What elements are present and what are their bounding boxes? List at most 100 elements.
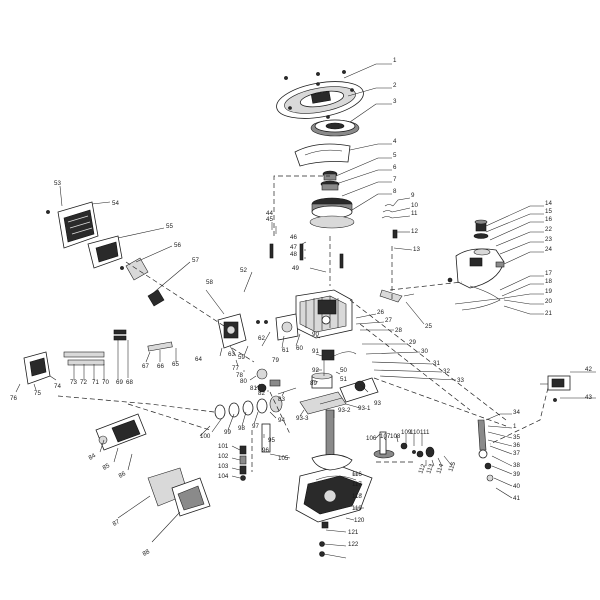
callout-label-75: 75 (34, 390, 41, 397)
crankshaft (299, 377, 379, 457)
callout-label-19: 19 (545, 288, 552, 295)
flywheel-cup (320, 170, 340, 191)
callout-label-1: 1 (393, 57, 397, 64)
callout-label-120: 120 (354, 517, 365, 524)
callout-label-29: 29 (409, 339, 416, 346)
callout-label-65: 65 (172, 361, 179, 368)
callout-label-24: 24 (545, 246, 552, 253)
starter-pulley (310, 119, 360, 137)
callout-label-38: 38 (513, 462, 520, 469)
callout-label-89: 89 (310, 380, 317, 387)
callout-label-47: 47 (290, 244, 297, 251)
callout-label-28: 28 (395, 327, 402, 334)
brake-lever (477, 419, 494, 482)
callout-label-82: 82 (258, 390, 265, 397)
callout-label-98: 98 (238, 425, 245, 432)
callout-label-37: 37 (513, 450, 520, 457)
callout-label-84: 84 (88, 452, 98, 462)
engine-block (295, 289, 353, 339)
callout-label-96: 96 (262, 447, 269, 454)
callout-label-66: 66 (157, 363, 164, 370)
callout-label-93_2: 93-2 (338, 407, 351, 414)
part-illustrations (23, 70, 571, 557)
callout-label-90: 90 (312, 331, 319, 338)
callout-label-106: 106 (366, 435, 377, 442)
callout-label-115: 115 (447, 460, 457, 472)
callout-label-93_1: 93-1 (358, 405, 371, 412)
callout-label-93_3: 93-3 (296, 415, 309, 422)
callout-label-39: 39 (513, 471, 520, 478)
callout-label-60: 60 (296, 345, 303, 352)
callout-label-116: 116 (352, 471, 362, 478)
callout-label-83: 83 (278, 396, 285, 403)
callout-label-58: 58 (206, 279, 213, 286)
callout-label-20: 20 (545, 298, 552, 305)
small-clips (381, 204, 398, 239)
callout-label-54: 54 (112, 200, 119, 207)
callout-label-101: 101 (218, 443, 229, 450)
callout-label-27: 27 (385, 317, 392, 324)
callout-label-68: 68 (126, 379, 133, 386)
callout-label-71: 71 (92, 379, 99, 386)
callout-label-64: 64 (195, 356, 202, 363)
blower-shroud (294, 143, 351, 167)
air-filter-cover (57, 201, 99, 249)
callout-label-56: 56 (174, 242, 181, 249)
recoil-starter-cover (276, 81, 364, 119)
callout-label-76: 76 (10, 395, 17, 402)
muffler-assembly (95, 413, 211, 517)
callout-label-57: 57 (192, 257, 199, 264)
callout-label-113: 113 (425, 462, 435, 474)
callout-label-40: 40 (513, 483, 520, 490)
callout-label-55: 55 (166, 223, 173, 230)
callout-label-44: 44 (266, 210, 273, 217)
callout-label-95: 95 (268, 437, 275, 444)
callout-label-78: 78 (236, 372, 243, 379)
callout-label-118: 118 (352, 493, 362, 500)
crankcase-gasket (311, 454, 353, 471)
callout-label-52: 52 (240, 267, 247, 274)
callout-label-41: 41 (513, 495, 520, 502)
mounting-studs (63, 329, 173, 366)
callout-label-109: 109 (401, 429, 412, 436)
flywheel (309, 197, 355, 229)
callout-label-104: 104 (218, 473, 229, 480)
callout-label-63: 63 (228, 351, 235, 358)
callout-label-72: 72 (80, 379, 87, 386)
callout-label-22: 22 (545, 226, 552, 233)
callout-label-42: 42 (585, 366, 592, 373)
callout-label-30: 30 (421, 348, 428, 355)
callout-label-7: 7 (393, 176, 397, 183)
callout-label-9: 9 (411, 192, 415, 199)
callout-label-11: 11 (411, 210, 418, 217)
callout-label-43: 43 (585, 394, 592, 401)
throttle-cable-bracket (379, 289, 415, 303)
callout-labels: 1234567891011121314151622232417181920212… (10, 57, 592, 558)
callout-label-4: 4 (393, 138, 397, 145)
callout-label-17: 17 (545, 270, 552, 277)
callout-label-45: 45 (266, 216, 273, 223)
callout-label-61: 61 (282, 347, 289, 354)
callout-label-88: 88 (142, 548, 152, 558)
callout-label-15: 15 (545, 208, 552, 215)
callout-label-112: 112 (417, 462, 427, 474)
callout-label-94: 94 (278, 417, 285, 424)
air-intake-tube (125, 257, 165, 307)
callout-label-108: 108 (390, 433, 401, 440)
callout-label-122: 122 (348, 541, 359, 548)
callout-label-8: 8 (393, 188, 397, 195)
carburetor (217, 313, 247, 349)
callout-label-93: 93 (374, 400, 381, 407)
piston-rings (214, 395, 283, 420)
callout-label-53: 53 (54, 180, 61, 187)
air-filter-element (87, 235, 123, 269)
callout-label-62: 62 (258, 335, 265, 342)
callout-label-1b: 1 (513, 423, 517, 430)
fuel-lines (454, 285, 506, 311)
callout-label-48: 48 (290, 251, 297, 258)
piston-connecting-rod (311, 349, 357, 389)
callout-label-85: 85 (102, 462, 112, 472)
callout-label-49: 49 (292, 265, 299, 272)
callout-label-86: 86 (118, 470, 128, 480)
